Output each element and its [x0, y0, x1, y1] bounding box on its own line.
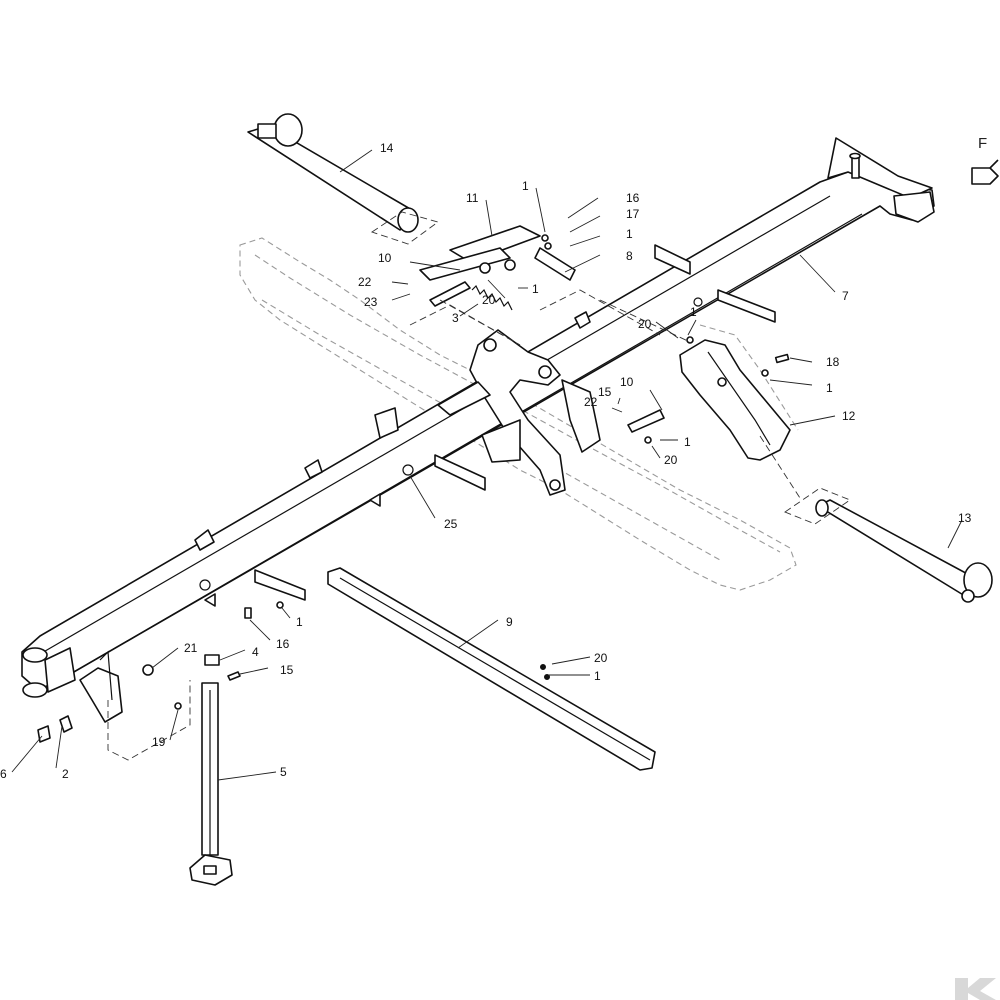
callout-15: 15	[598, 385, 612, 399]
callout-6: 6	[0, 767, 7, 781]
callout-12: 12	[842, 409, 856, 423]
callout-20: 20	[594, 651, 608, 665]
callout-25: 25	[444, 517, 458, 531]
callout-18: 18	[826, 355, 840, 369]
fasteners	[37, 234, 552, 743]
leader-lines	[11, 149, 963, 781]
callout-8: 8	[626, 249, 633, 263]
cylinder-14	[247, 113, 440, 245]
stand-5	[189, 682, 233, 886]
callout-10: 10	[620, 375, 634, 389]
callout-20: 20	[664, 453, 678, 467]
callout-1: 1	[826, 381, 833, 395]
beam-tabs	[194, 311, 591, 607]
callout-labels: 14 11 1 16 17 1 10 8 22 23 1 20 3 7 20 1…	[0, 141, 972, 781]
callout-5: 5	[280, 765, 287, 779]
callout-22: 22	[584, 395, 598, 409]
callout-20: 20	[638, 317, 652, 331]
assembly-dash-guides	[107, 289, 691, 761]
callout-23: 23	[364, 295, 378, 309]
rail-9	[327, 567, 656, 771]
swing-arm-pins	[627, 336, 790, 444]
callout-1: 1	[594, 669, 601, 683]
callout-4: 4	[252, 645, 259, 659]
upper-linkage-11	[419, 225, 576, 307]
view-marker-f: F	[971, 135, 999, 185]
callout-22: 22	[358, 275, 372, 289]
left-pivot-bracket	[22, 647, 123, 723]
main-beam	[21, 137, 935, 691]
callout-13: 13	[958, 511, 972, 525]
callout-19: 19	[152, 735, 166, 749]
callout-14: 14	[380, 141, 394, 155]
cylinder-13	[759, 435, 993, 603]
callout-10: 10	[378, 251, 392, 265]
central-mount	[437, 329, 601, 496]
callout-21: 21	[184, 641, 198, 655]
callout-1: 1	[532, 282, 539, 296]
callout-11: 11	[466, 191, 479, 205]
direction-arrow-icon	[971, 159, 999, 185]
callout-16: 16	[626, 191, 640, 205]
callout-17: 17	[626, 207, 640, 221]
callout-20: 20	[482, 293, 496, 307]
callout-1: 1	[690, 305, 697, 319]
callout-1: 1	[522, 179, 529, 193]
callout-9: 9	[506, 615, 513, 629]
callout-7: 7	[842, 289, 849, 303]
callout-3: 3	[452, 311, 459, 325]
right-swing-arm	[679, 324, 799, 461]
view-letter: F	[978, 135, 987, 152]
callout-2: 2	[62, 767, 69, 781]
callout-15: 15	[280, 663, 294, 677]
callout-1: 1	[684, 435, 691, 449]
callout-16: 16	[276, 637, 290, 651]
callout-1: 1	[296, 615, 303, 629]
callout-1: 1	[626, 227, 633, 241]
toothed-brackets	[254, 244, 776, 601]
spring-3	[471, 284, 513, 311]
brand-k-logo-icon	[955, 978, 996, 1000]
